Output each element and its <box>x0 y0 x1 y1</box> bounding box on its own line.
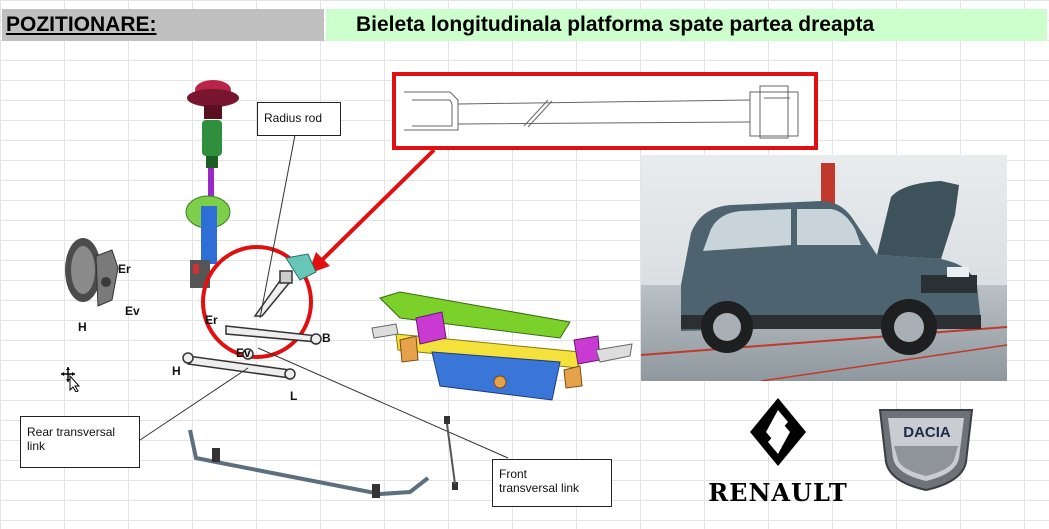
highlight-arrow <box>316 148 436 266</box>
anti-roll-bar <box>188 429 430 497</box>
rear-subframe <box>371 291 633 401</box>
label-l: L <box>290 389 298 403</box>
label-h-left: H <box>78 320 87 334</box>
radius-rod-drawing <box>404 85 799 139</box>
cursor-icon <box>61 367 81 392</box>
positioning-header-cell[interactable]: POZITIONARE: <box>2 9 324 41</box>
highlight-circle <box>201 245 313 359</box>
drop-link <box>446 423 456 485</box>
positioning-label: POZITIONARE: <box>6 13 157 36</box>
label-er-left: Er <box>118 262 131 276</box>
renault-logo-text: RENAULT <box>708 478 848 507</box>
part-drawing-frame <box>392 72 818 150</box>
wheel-hub <box>65 238 119 307</box>
suspension-links <box>182 270 322 380</box>
vehicle-photo[interactable] <box>641 155 1007 381</box>
label-ev-left: Ev <box>125 304 140 318</box>
part-title: Bieleta longitudinala platforma spate pa… <box>356 13 875 36</box>
callout-rear-transversal-link: Rear transversal link <box>20 416 140 468</box>
label-h-mid: H <box>172 364 181 378</box>
callout-front-transversal-link: Front transversal link <box>492 459 612 507</box>
part-title-cell[interactable]: Bieleta longitudinala platforma spate pa… <box>326 9 1047 41</box>
strut-assembly <box>185 80 239 288</box>
callout-radius-rod: Radius rod <box>257 102 341 136</box>
label-b: B <box>322 331 331 345</box>
car-body-shape <box>681 181 981 355</box>
label-er-mid: Er <box>205 313 218 327</box>
upper-mount <box>285 253 317 281</box>
dacia-logo-text: DACIA <box>903 424 951 441</box>
label-ev-mid: Ev <box>236 346 251 360</box>
